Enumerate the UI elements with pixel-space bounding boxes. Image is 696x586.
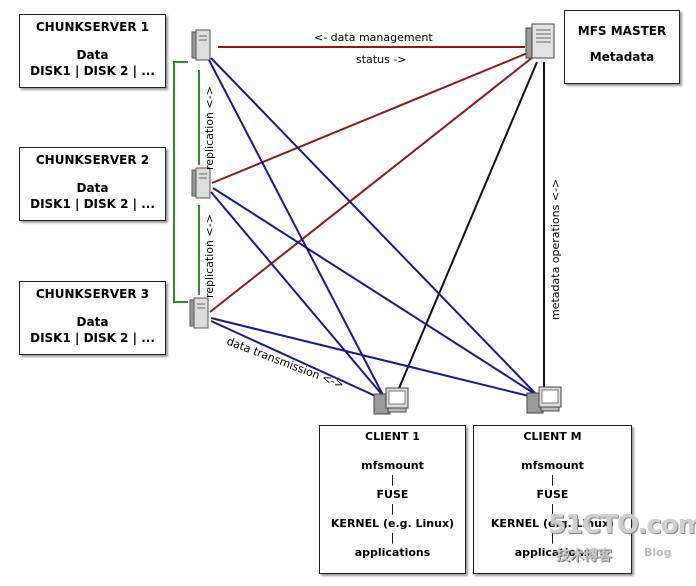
layer-kernel: KERNEL (e.g. Linux) [330,517,455,530]
master-server-icon [525,23,555,59]
layer-connector: | [550,531,555,544]
data-management-label: <- data management [314,31,433,44]
replication-label-2: replication <-> [203,214,216,298]
client-1-box: CLIENT 1 mfsmount | FUSE | KERNEL (e.g. … [319,425,466,574]
watermark-site: 51CTO.com [548,510,696,540]
layer-fuse: FUSE [536,488,569,501]
disks-label: DISK1 | DISK 2 | ... [30,331,155,345]
chunkserver-title: CHUNKSERVER 3 [35,287,150,301]
master-subtitle: Metadata [589,50,655,64]
layer-applications: applications [514,546,591,559]
chunkserver-3-box: CHUNKSERVER 3 Data DISK1 | DISK 2 | ... [19,281,166,355]
metadata-lines [396,61,545,394]
management-lines [209,46,534,313]
layer-applications: applications [354,546,431,559]
chunkserver-1-icon [191,29,211,61]
data-label: Data [76,315,109,329]
data-transmission-label: data transmission <-> [225,335,346,392]
chunkserver-1-box: CHUNKSERVER 1 Data DISK1 | DISK 2 | ... [19,14,166,88]
client-title: CLIENT 1 [365,430,420,443]
layer-connector: | [390,531,395,544]
chunkserver-2-box: CHUNKSERVER 2 Data DISK1 | DISK 2 | ... [19,147,166,221]
replication-label-1: replication <-> [203,86,216,170]
status-label: status -> [356,53,406,66]
mfs-master-box: MFS MASTER Metadata [564,10,680,84]
client-m-box: CLIENT M mfsmount | FUSE | KERNEL (e.g. … [473,425,632,574]
client-1-computer-icon [373,387,409,415]
disks-label: DISK1 | DISK 2 | ... [30,64,155,78]
layer-connector: | [390,502,395,515]
layer-connector: | [550,473,555,486]
client-title: CLIENT M [523,430,582,443]
replication-connector [173,61,200,303]
layer-connector: | [390,473,395,486]
data-label: Data [76,48,109,62]
layer-mfsmount: mfsmount [361,459,424,472]
metadata-operations-label: metadata operations <-> [549,179,562,320]
layer-mfsmount: mfsmount [521,459,584,472]
watermark-tagline: 技术博客 [556,548,612,564]
layer-fuse: FUSE [376,488,409,501]
client-m-computer-icon [526,386,562,414]
layer-kernel: KERNEL (e.g. Linux) [490,517,615,530]
master-title: MFS MASTER [577,24,667,38]
chunkserver-title: CHUNKSERVER 2 [35,153,150,167]
layer-connector: | [550,502,555,515]
data-lines [208,57,536,400]
disks-label: DISK1 | DISK 2 | ... [30,197,155,211]
watermark-blog: Blog [644,546,672,559]
data-label: Data [76,181,109,195]
chunkserver-3-icon [189,297,209,329]
chunkserver-2-icon [191,167,211,199]
chunkserver-title: CHUNKSERVER 1 [35,20,150,34]
